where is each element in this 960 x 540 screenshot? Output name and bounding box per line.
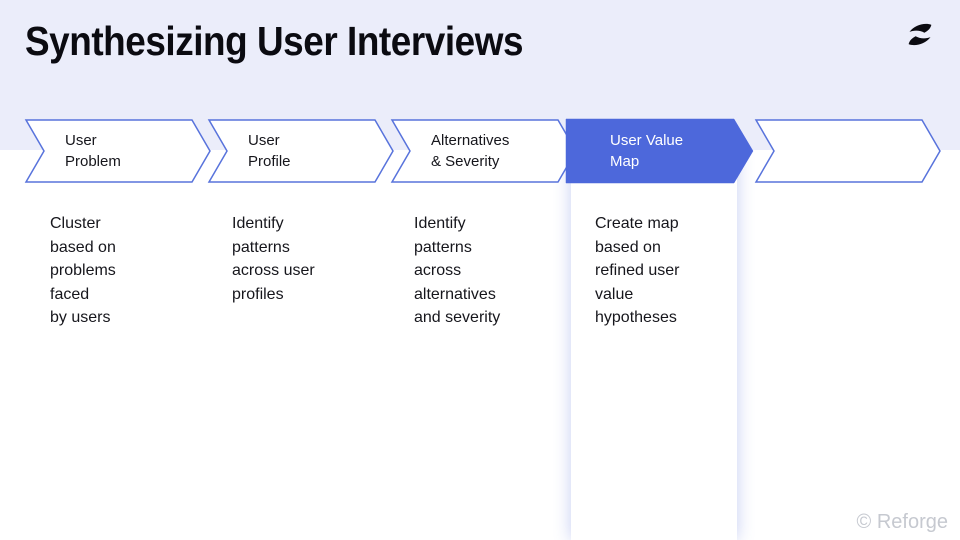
step-chevron-user-problem: User Problem — [24, 119, 211, 183]
step-chevron-user-value-map: User Value Map — [565, 118, 754, 184]
active-step-card — [571, 150, 737, 540]
step-chevron-alternatives-severity: Alternatives & Severity — [390, 119, 577, 183]
step-chevron-user-profile: User Profile — [207, 119, 394, 183]
step-description-alternatives-severity: Identify patterns across alternatives an… — [414, 215, 501, 326]
step-chevron-empty — [754, 119, 941, 183]
step-label: User Problem — [65, 132, 121, 170]
copyright-watermark: © Reforge — [856, 511, 948, 533]
step-label: User Profile — [248, 132, 291, 170]
step-description-user-profile: Identify patterns across user profiles — [232, 215, 315, 303]
step-description-user-problem: Cluster based on problems faced by users — [50, 215, 116, 326]
step-label: User Value Map — [610, 132, 684, 170]
reforge-logo-icon — [906, 21, 934, 48]
step-label: Alternatives & Severity — [431, 132, 510, 170]
step-description-user-value-map: Create map based on refined user value h… — [595, 215, 680, 326]
page-title: Synthesizing User Interviews — [25, 18, 524, 64]
